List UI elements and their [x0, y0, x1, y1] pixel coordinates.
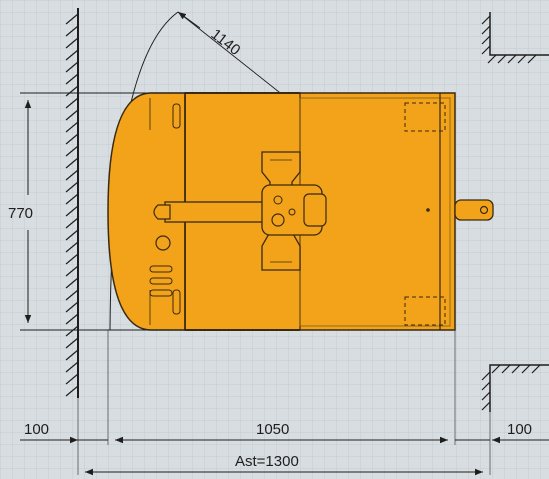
- hatch-mark: [65, 85, 79, 97]
- hatch-mark: [497, 54, 507, 64]
- tiller-head: [261, 151, 327, 271]
- hatch-mark: [481, 45, 491, 55]
- hatch-mark: [65, 217, 79, 229]
- hatch-mark: [65, 265, 79, 277]
- front-slot-bottom: [172, 289, 181, 315]
- dimension-clearance-right-label: 100: [507, 421, 532, 438]
- hatch-mark: [65, 241, 79, 253]
- hatch-mark: [65, 25, 79, 37]
- hatch-mark: [65, 289, 79, 301]
- dimension-width-label: 770: [8, 205, 33, 222]
- radius-arrow: [177, 11, 201, 29]
- hatch-mark: [65, 109, 79, 121]
- dimension-length-label: 1050: [256, 421, 289, 438]
- hatch-mark: [517, 54, 527, 64]
- hatch-mark: [481, 381, 491, 391]
- tow-hitch: [454, 199, 494, 221]
- hatch-mark: [521, 364, 531, 374]
- hatch-mark: [481, 401, 491, 411]
- hatch-mark: [65, 373, 79, 385]
- hatch-mark: [65, 385, 79, 397]
- dimension-width: 770: [8, 92, 185, 331]
- hatch-mark: [65, 37, 79, 49]
- hatch-mark: [65, 277, 79, 289]
- hatch-mark: [481, 35, 491, 45]
- hatch-mark: [65, 145, 79, 157]
- hatch-mark: [511, 364, 521, 374]
- left-wall: [65, 8, 79, 398]
- hatch-mark: [65, 73, 79, 85]
- hatch-mark: [65, 61, 79, 73]
- hatch-mark: [507, 54, 517, 64]
- hatch-mark: [65, 325, 79, 337]
- indicator-circle: [155, 235, 171, 251]
- vent-slot-1: [149, 265, 173, 273]
- hatch-mark: [65, 169, 79, 181]
- bracket-top: [404, 102, 446, 132]
- vent-slot-3: [149, 289, 173, 297]
- hatch-mark: [65, 157, 79, 169]
- truck-body-front: [107, 92, 186, 331]
- hatch-mark: [65, 229, 79, 241]
- hatch-mark: [65, 13, 79, 25]
- hatch-mark: [481, 371, 491, 381]
- dimension-aisle-label: Ast=1300: [235, 453, 299, 470]
- hatch-mark: [65, 361, 79, 373]
- hatch-mark: [65, 121, 79, 133]
- vent-slot-2: [149, 277, 173, 285]
- hatch-mark: [491, 364, 501, 374]
- pivot-point: [426, 208, 430, 212]
- truck: [107, 92, 494, 331]
- hatch-mark: [481, 15, 491, 25]
- hatch-mark: [481, 391, 491, 401]
- right-wall-top: [481, 12, 549, 64]
- dimension-row-main: 100 1050 100: [20, 421, 549, 444]
- front-slot-top: [172, 103, 181, 129]
- right-wall-bottom: [481, 364, 549, 412]
- hatch-mark: [481, 25, 491, 35]
- hatch-mark: [65, 193, 79, 205]
- hatch-mark: [65, 301, 79, 313]
- hatch-mark: [65, 205, 79, 217]
- tiller-arm: [153, 201, 266, 223]
- hatch-mark: [65, 313, 79, 325]
- dimension-row-aisle: Ast=1300: [85, 453, 483, 476]
- hatch-mark: [65, 253, 79, 265]
- hatch-mark: [501, 364, 511, 374]
- hatch-mark: [65, 97, 79, 109]
- hatch-mark: [65, 337, 79, 349]
- bracket-bottom: [404, 296, 446, 326]
- hatch-mark: [487, 54, 497, 64]
- hatch-mark: [65, 181, 79, 193]
- dimension-clearance-left-label: 100: [24, 421, 49, 438]
- hatch-mark: [531, 364, 541, 374]
- hatch-mark: [65, 49, 79, 61]
- hatch-mark: [65, 133, 79, 145]
- hatch-mark: [527, 54, 537, 64]
- hatch-mark: [65, 349, 79, 361]
